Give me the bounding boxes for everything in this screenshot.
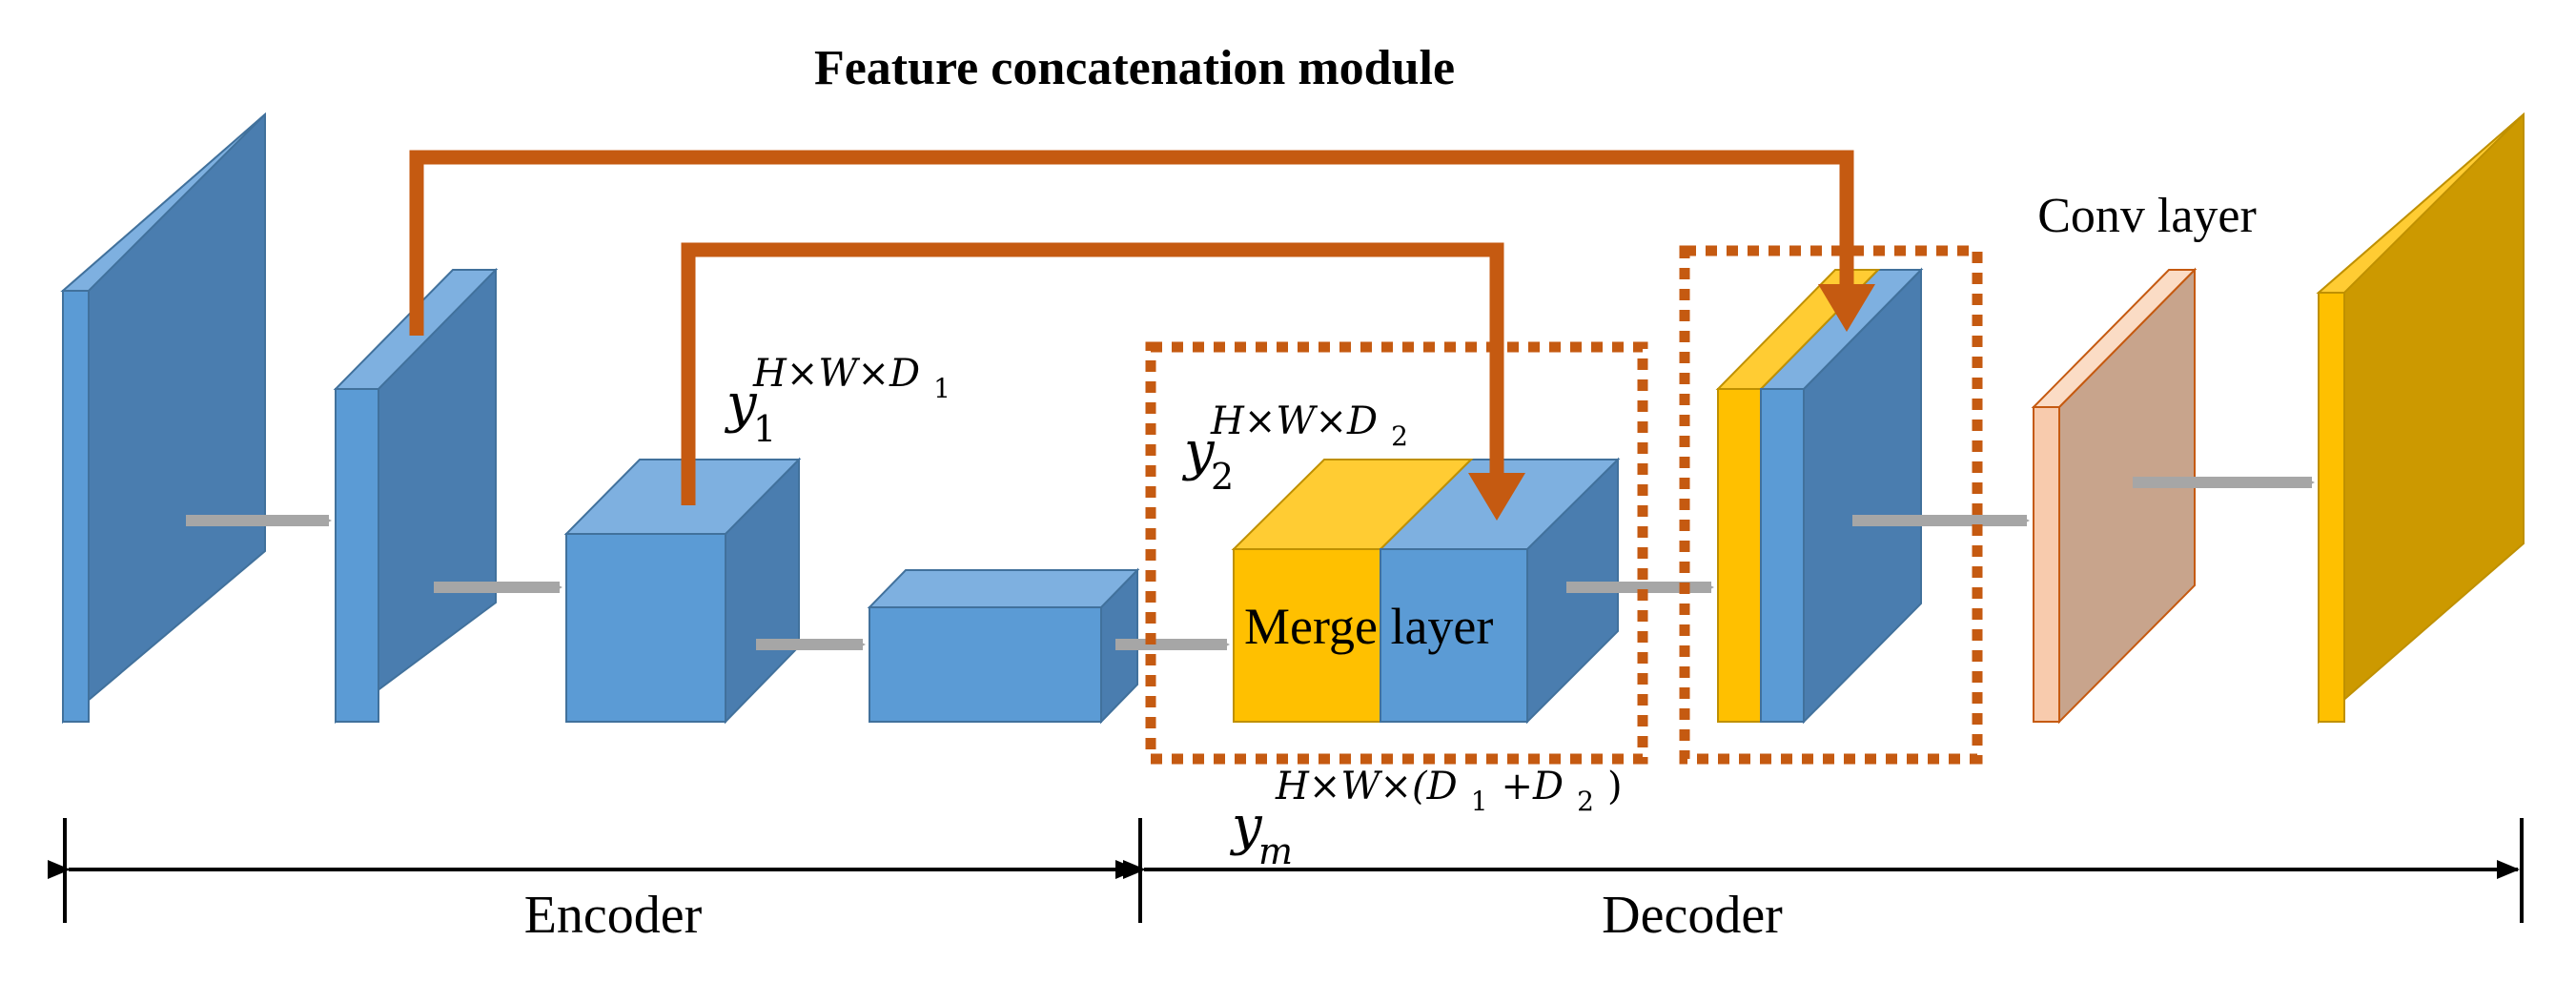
encoder-decoder-axis (48, 818, 2524, 923)
merge-layer-block (1231, 457, 1621, 725)
merge-dashed-box (1145, 341, 1648, 765)
encoder-bottleneck (867, 567, 1140, 725)
conv-layer-label: Conv layer (2037, 189, 2257, 243)
skip-connection-inner (681, 242, 1525, 521)
y1-math-label: y 1 H×W×D 1 (724, 339, 951, 454)
y2-math-label: y 2 H×W×D 2 (1181, 387, 1408, 501)
skip-connection-outer (409, 150, 1875, 336)
ym-math-label: y m H×W×(D 1 +D 2 ) (1229, 752, 1623, 876)
flow-arrows (186, 477, 2315, 650)
decoder-concat-feature-map (1715, 267, 1924, 725)
conv-layer-block (2031, 267, 2198, 725)
decoder-dashed-box (1679, 245, 1983, 765)
merge-layer-label: Merge layer (1244, 598, 1493, 655)
output-feature-map (2316, 112, 2525, 725)
encoder-feature-map-2 (563, 457, 802, 725)
input-feature-map (60, 112, 266, 725)
encoder-feature-map-1 (333, 268, 499, 724)
diagram-title: Feature concatenation module (814, 41, 1455, 95)
encoder-label: Encoder (524, 886, 703, 945)
decoder-label: Decoder (1602, 886, 1783, 945)
